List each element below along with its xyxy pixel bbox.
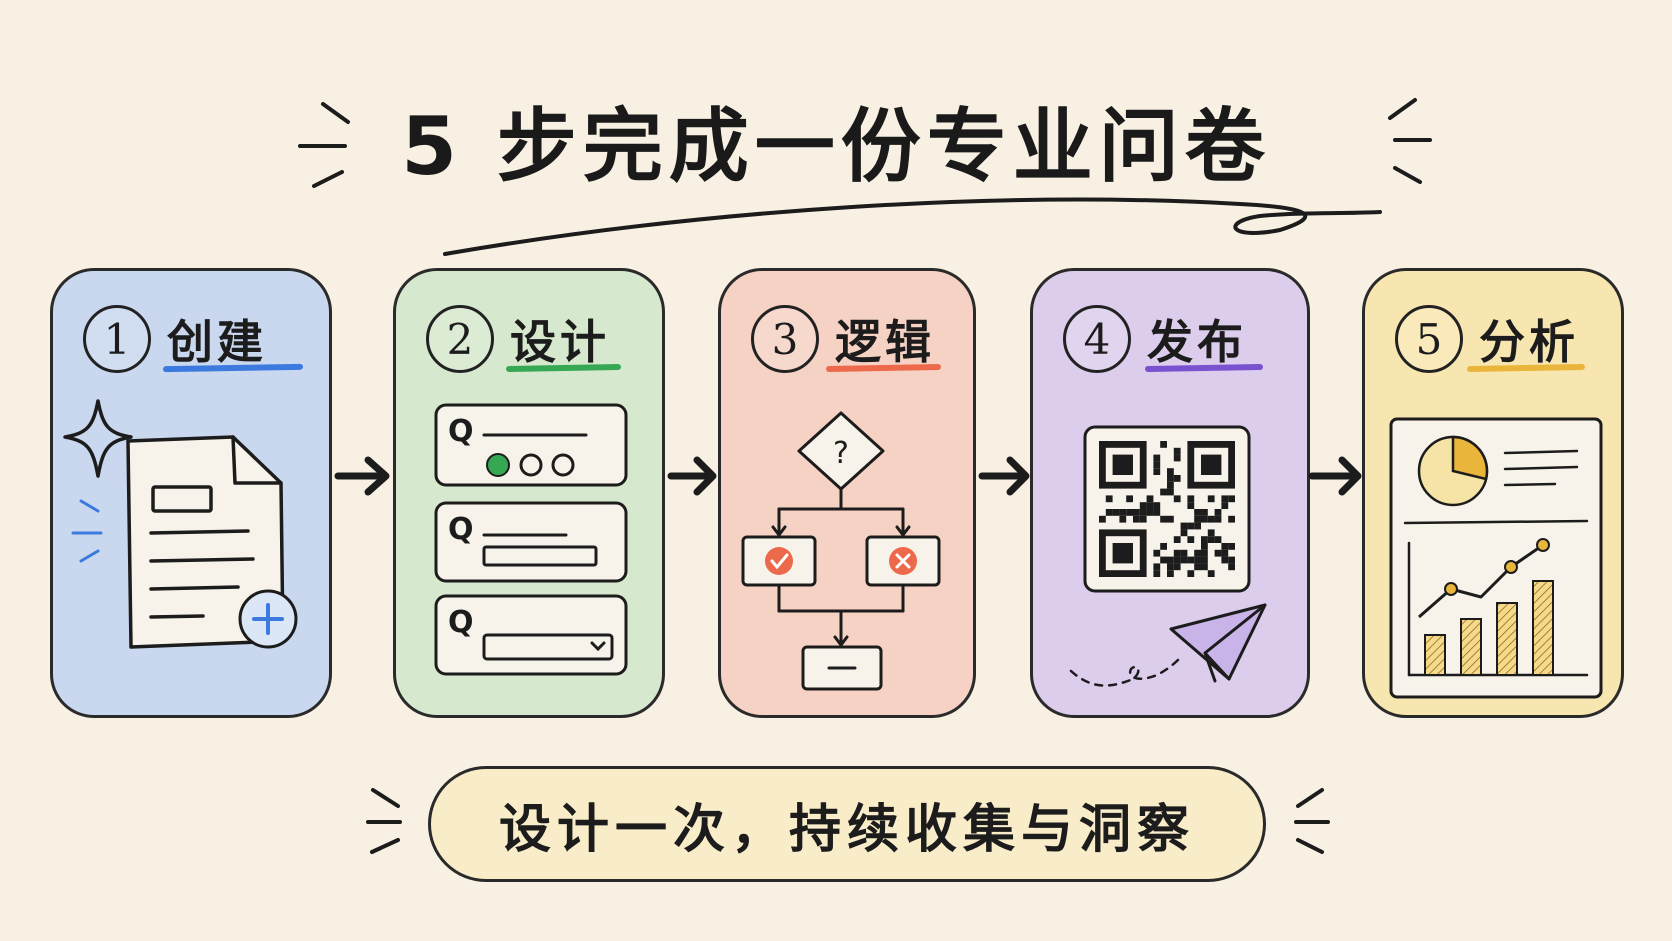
question-marker: Q bbox=[448, 512, 474, 547]
step-label: 分析 bbox=[1479, 315, 1579, 369]
question-marker: Q bbox=[448, 414, 474, 449]
arrow-right-icon bbox=[978, 456, 1030, 496]
step-card-create: 1 创建 bbox=[50, 268, 332, 718]
question-marker: Q bbox=[448, 605, 474, 640]
tagline: 设计一次，持续收集与洞察 bbox=[428, 766, 1266, 882]
step-number: 3 bbox=[751, 305, 819, 373]
step-number: 2 bbox=[426, 305, 494, 373]
step-card-logic: 3 逻辑 ? bbox=[718, 268, 976, 718]
qr-code-icon bbox=[1069, 425, 1267, 687]
paper-plane-icon bbox=[1069, 603, 1267, 687]
new-document-icon bbox=[63, 399, 298, 649]
step-number: 4 bbox=[1063, 305, 1131, 373]
question-cards-icon: Q Q Q bbox=[434, 403, 628, 676]
arrow-right-icon bbox=[667, 456, 717, 496]
logic-question-marker: ? bbox=[833, 436, 849, 471]
step-card-design: 2 设计 Q Q Q bbox=[393, 268, 665, 718]
step-label: 逻辑 bbox=[835, 315, 935, 369]
logic-flowchart-icon: ? bbox=[741, 411, 941, 691]
step-label: 设计 bbox=[510, 315, 610, 369]
step-card-publish: 4 发布 bbox=[1030, 268, 1310, 718]
step-label: 创建 bbox=[167, 315, 267, 369]
step-number: 1 bbox=[83, 305, 151, 373]
analytics-report-icon bbox=[1389, 417, 1603, 699]
arrow-right-icon bbox=[1308, 456, 1362, 496]
page-title: 5 步完成一份专业问卷 bbox=[401, 100, 1271, 193]
step-number: 5 bbox=[1395, 305, 1463, 373]
step-card-analyze: 5 分析 bbox=[1362, 268, 1624, 718]
step-label: 发布 bbox=[1147, 315, 1247, 369]
arrow-right-icon bbox=[334, 456, 390, 496]
